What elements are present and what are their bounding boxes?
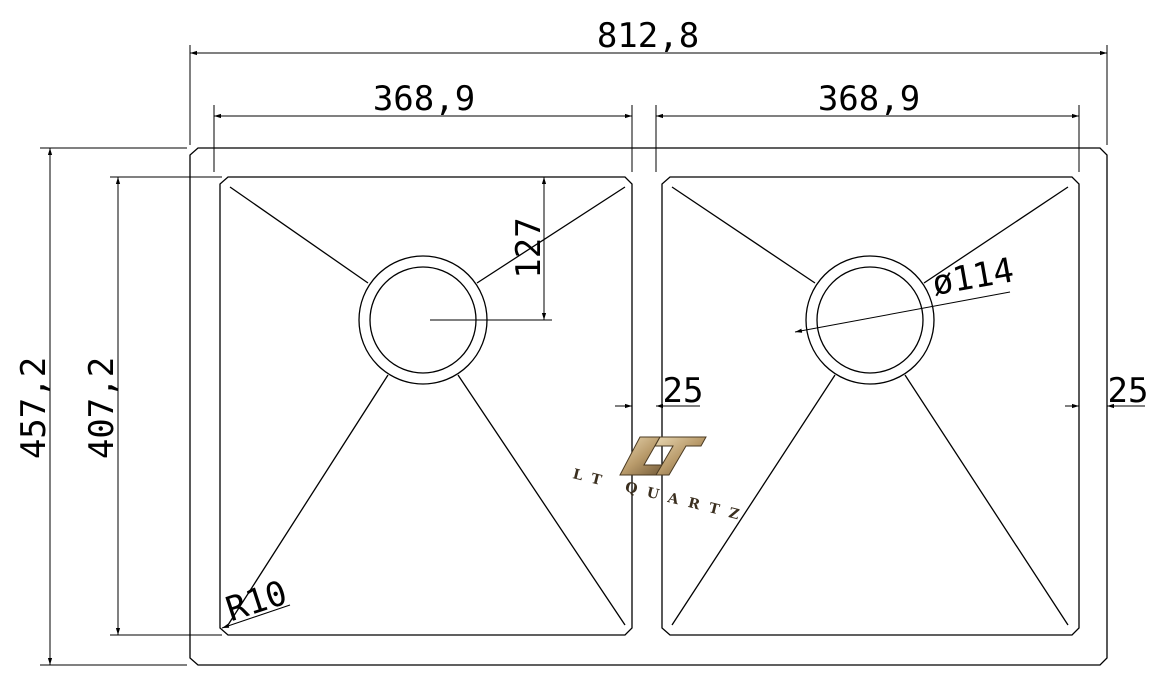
left-bowl-width-label: 368,9 [373, 79, 475, 119]
corner-radius-label: R10 [221, 573, 292, 630]
right-slope-line [904, 374, 1069, 626]
right-slope-line [923, 186, 1069, 284]
overall-height-label: 457,2 [14, 357, 54, 459]
divider-gap-label: 25 [663, 371, 704, 411]
drain-diameter-label: ø114 [929, 250, 1017, 304]
right-slope-line [671, 374, 836, 626]
radius-leader [221, 604, 291, 629]
left-slope-line [476, 186, 626, 284]
drain-offset-label: 127 [509, 217, 549, 278]
overall-width-label: 812,8 [597, 16, 699, 56]
left-slope-line [229, 186, 369, 284]
bowl-height-label: 407,2 [82, 357, 122, 459]
sink-outline [189, 147, 1108, 666]
diameter-leader [794, 291, 1011, 333]
right-bowl [661, 176, 1080, 636]
right-slope-line [671, 186, 816, 284]
right-bowl-width-label: 368,9 [818, 79, 920, 119]
left-bowl [219, 176, 633, 636]
lt-quartz-logo: LT QUARTZ [571, 436, 750, 526]
right-drain-inner [816, 266, 924, 374]
left-slope-line [457, 374, 626, 626]
left-slope-line [227, 374, 389, 626]
edge-margin-label: 25 [1108, 371, 1149, 411]
lt-logo-mark-icon [619, 436, 707, 476]
right-drain-outer [805, 255, 935, 385]
